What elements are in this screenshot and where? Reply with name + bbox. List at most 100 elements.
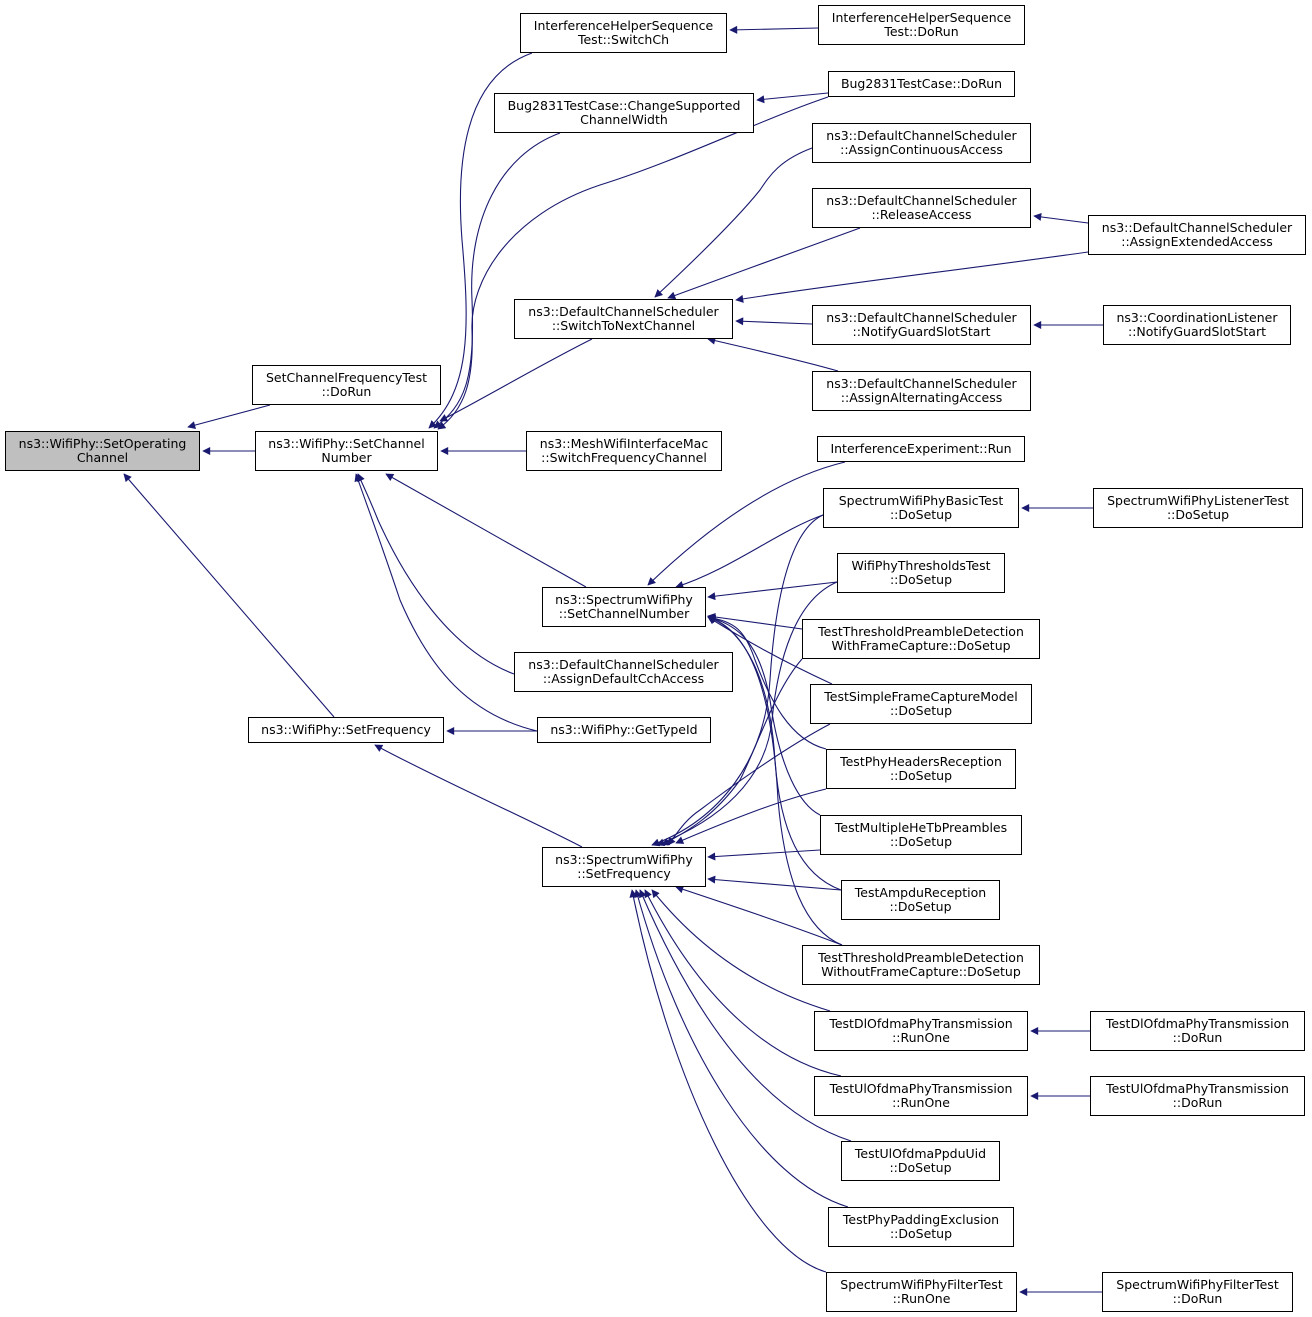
node-label-line: ::RunOne (892, 1291, 951, 1306)
call-edge (661, 658, 803, 846)
node-label-line: WifiPhyThresholdsTest (851, 557, 991, 573)
node-multiple-he-tb[interactable]: TestMultipleHeTbPreambles ::DoSetup (820, 815, 1022, 855)
node-interference-experiment-run[interactable]: InterferenceExperiment::Run (817, 436, 1025, 462)
node-spectrum-set-channel-number[interactable]: ns3::SpectrumWifiPhy ::SetChannelNumber (542, 587, 706, 627)
node-mesh-switch-freq[interactable]: ns3::MeshWifiInterfaceMac ::SwitchFreque… (526, 431, 722, 471)
node-thresholds-test-dosetup[interactable]: WifiPhyThresholdsTest ::DoSetup (837, 553, 1005, 593)
node-dcs-assign-alternating[interactable]: ns3::DefaultChannelScheduler ::AssignAlt… (812, 371, 1031, 411)
node-spectrum-basic-test-dosetup[interactable]: SpectrumWifiPhyBasicTest ::DoSetup (823, 488, 1019, 528)
node-dcs-switch-to-next[interactable]: ns3::DefaultChannelScheduler ::SwitchToN… (514, 299, 733, 339)
node-set-channel-frequency-test[interactable]: SetChannelFrequencyTest ::DoRun (252, 365, 441, 405)
node-label-line: TestDlOfdmaPhyTransmission (1105, 1015, 1290, 1031)
call-edge (735, 317, 813, 326)
call-edge (644, 889, 842, 1077)
node-ul-ofdma-runone[interactable]: TestUlOfdmaPhyTransmission ::RunOne (814, 1076, 1028, 1116)
call-edge (675, 788, 827, 844)
node-threshold-preamble-without-fc[interactable]: TestThresholdPreambleDetection WithoutFr… (802, 945, 1040, 985)
node-dcs-release-access[interactable]: ns3::DefaultChannelScheduler ::ReleaseAc… (812, 188, 1031, 228)
node-label-line: ns3::DefaultChannelScheduler (826, 127, 1017, 143)
node-label-line: ns3::MeshWifiInterfaceMac (539, 435, 709, 451)
node-dcs-assign-default-cch[interactable]: ns3::DefaultChannelScheduler ::AssignDef… (514, 652, 733, 692)
node-spectrum-listener-dosetup[interactable]: SpectrumWifiPhyListenerTest ::DoSetup (1093, 488, 1303, 528)
node-label-line: ns3::DefaultChannelScheduler (1101, 219, 1293, 235)
call-edge (707, 615, 843, 946)
node-label-line: ::DoSetup (889, 834, 953, 849)
node-dl-ofdma-runone[interactable]: TestDlOfdmaPhyTransmission ::RunOne (814, 1011, 1028, 1051)
node-bug2831-dorun[interactable]: Bug2831TestCase::DoRun (828, 71, 1015, 97)
node-label-line: SpectrumWifiPhyFilterTest (840, 1276, 1003, 1292)
node-spectrum-set-frequency[interactable]: ns3::SpectrumWifiPhy ::SetFrequency (542, 847, 706, 887)
node-wifiphy-get-type-id[interactable]: ns3::WifiPhy::GetTypeId (537, 717, 711, 743)
call-edge (707, 875, 842, 891)
node-label-line: TestUlOfdmaPhyTransmission (1106, 1080, 1289, 1096)
call-edge (647, 461, 846, 586)
call-edge (629, 889, 827, 1273)
node-wifiphy-set-channel-number[interactable]: ns3::WifiPhy::SetChannel Number (255, 431, 438, 471)
node-ul-ofdma-dorun[interactable]: TestUlOfdmaPhyTransmission ::DoRun (1090, 1076, 1305, 1116)
node-label-line: ChannelWidth (580, 112, 668, 127)
call-edge (707, 614, 821, 816)
node-label-line: ::DoSetup (889, 507, 953, 522)
node-dcs-assign-extended[interactable]: ns3::DefaultChannelScheduler ::AssignExt… (1088, 215, 1306, 255)
call-edge (707, 849, 821, 861)
node-label-line: ::SwitchToNextChannel (551, 318, 696, 333)
node-label-line: Test::SwitchCh (577, 32, 669, 47)
node-label-line: ::DoSetup (889, 1226, 953, 1241)
node-label-line: Bug2831TestCase::DoRun (840, 75, 1003, 91)
node-set-operating-channel[interactable]: ns3::WifiPhy::SetOperating Channel (5, 431, 200, 471)
node-label-line: ns3::SpectrumWifiPhy (555, 851, 693, 867)
node-interference-dorun[interactable]: InterferenceHelperSequence Test::DoRun (818, 5, 1025, 45)
node-label-line: ::AssignAlternatingAccess (840, 390, 1003, 405)
call-edge (707, 614, 827, 750)
call-edge (667, 227, 861, 300)
node-label-line: ::DoSetup (1166, 507, 1230, 522)
node-spectrum-filter-runone[interactable]: SpectrumWifiPhyFilterTest ::RunOne (826, 1272, 1017, 1312)
node-label-line: ::AssignDefaultCchAccess (542, 671, 705, 686)
node-label-line: ::DoSetup (889, 572, 953, 587)
call-edge (675, 885, 843, 946)
call-edge (428, 52, 533, 429)
call-edge (654, 147, 813, 298)
call-edge (756, 92, 829, 104)
node-wifiphy-set-frequency[interactable]: ns3::WifiPhy::SetFrequency (248, 717, 444, 743)
node-label-line: ::AssignContinuousAccess (840, 142, 1003, 157)
call-edge (439, 338, 593, 422)
call-edge (675, 514, 824, 589)
call-edge (735, 251, 1089, 303)
node-label-line: ns3::WifiPhy::GetTypeId (550, 721, 698, 737)
call-edge (667, 723, 831, 846)
node-coordination-listener[interactable]: ns3::CoordinationListener ::NotifyGuardS… (1103, 305, 1291, 345)
node-bug2831-change-width[interactable]: Bug2831TestCase::ChangeSupported Channel… (494, 93, 754, 133)
node-label-line: Bug2831TestCase::ChangeSupported (507, 97, 741, 113)
node-phy-padding-exclusion[interactable]: TestPhyPaddingExclusion ::DoSetup (828, 1207, 1014, 1247)
node-label-line: WithoutFrameCapture::DoSetup (821, 964, 1021, 979)
node-dl-ofdma-dorun[interactable]: TestDlOfdmaPhyTransmission ::DoRun (1090, 1011, 1305, 1051)
node-label-line: ns3::DefaultChannelScheduler (826, 309, 1017, 325)
call-edge (354, 473, 538, 732)
node-simple-frame-capture[interactable]: TestSimpleFrameCaptureModel ::DoSetup (810, 684, 1032, 724)
node-threshold-preamble-with-fc[interactable]: TestThresholdPreambleDetection WithFrame… (802, 619, 1040, 659)
node-spectrum-filter-dorun[interactable]: SpectrumWifiPhyFilterTest ::DoRun (1102, 1272, 1293, 1312)
node-dcs-assign-continuous[interactable]: ns3::DefaultChannelScheduler ::AssignCon… (812, 123, 1031, 163)
node-ampdu-reception[interactable]: TestAmpduReception ::DoSetup (841, 880, 1000, 920)
call-edge (187, 404, 271, 429)
call-edge (707, 336, 839, 372)
node-label-line: ns3::WifiPhy::SetChannel (268, 435, 425, 451)
node-label-line: TestDlOfdmaPhyTransmission (829, 1015, 1013, 1031)
node-label-line: Test::DoRun (884, 24, 959, 39)
node-label-line: ::RunOne (892, 1030, 950, 1045)
node-label-line: ::RunOne (892, 1095, 950, 1110)
node-label-line: ::DoSetup (889, 1160, 952, 1175)
node-interference-switchch[interactable]: InterferenceHelperSequence Test::SwitchC… (520, 13, 727, 53)
node-label-line: InterferenceHelperSequence (831, 9, 1012, 25)
node-phy-headers-reception[interactable]: TestPhyHeadersReception ::DoSetup (826, 749, 1016, 789)
node-label-line: InterferenceHelperSequence (533, 17, 714, 33)
node-ul-ofdma-ppdu-uid[interactable]: TestUlOfdmaPpduUid ::DoSetup (841, 1141, 1000, 1181)
call-edge (656, 581, 838, 847)
node-label-line: ::DoRun (1172, 1291, 1223, 1306)
node-dcs-notify-guard[interactable]: ns3::DefaultChannelScheduler ::NotifyGua… (812, 305, 1031, 345)
call-edge (651, 514, 824, 847)
node-label-line: ::DoRun (1172, 1095, 1223, 1110)
node-label-line: ::AssignExtendedAccess (1121, 234, 1273, 249)
node-label-line: InterferenceExperiment::Run (830, 440, 1012, 456)
